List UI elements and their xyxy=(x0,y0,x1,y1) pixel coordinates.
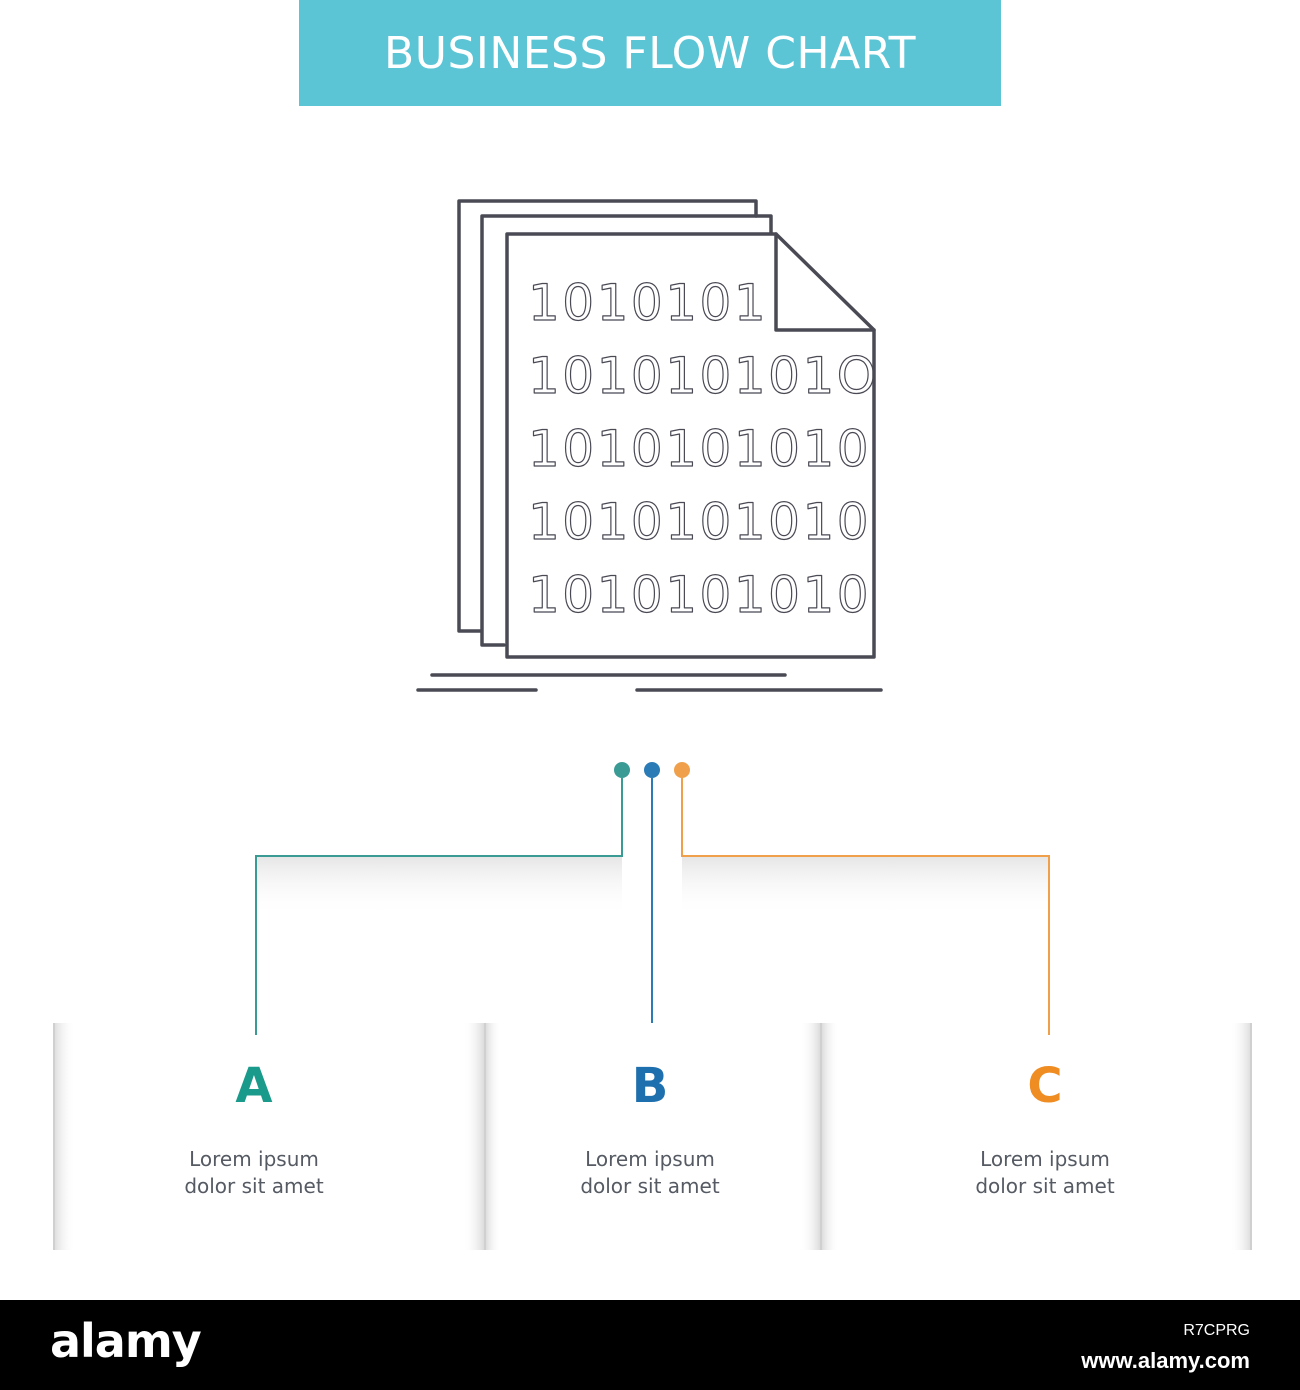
panel-shade-b-left xyxy=(485,1023,501,1250)
chart-title: BUSINESS FLOW CHART xyxy=(384,27,916,79)
title-banner: BUSINESS FLOW CHART xyxy=(299,0,1001,106)
panel-shade-a-right xyxy=(463,1023,485,1250)
shade-band-left xyxy=(257,857,622,917)
connector-dot-b xyxy=(644,762,660,778)
step-a-text: Lorem ipsum dolor sit amet xyxy=(104,1146,404,1200)
step-b-text: Lorem ipsum dolor sit amet xyxy=(500,1146,800,1200)
step-a-line1: Lorem ipsum xyxy=(189,1147,319,1171)
footer-logo: alamy xyxy=(50,1314,202,1368)
step-c-line2: dolor sit amet xyxy=(975,1174,1115,1198)
step-c-text: Lorem ipsum dolor sit amet xyxy=(895,1146,1195,1200)
connector-line-a xyxy=(255,778,623,1035)
shade-band-right xyxy=(682,857,1050,917)
binary-files-icon: 1010101 101010101O 1010101010 1010101010 101… xyxy=(416,199,883,692)
flow-diagram: 1010101 101010101O 1010101010 1010101010 101… xyxy=(53,199,1252,1250)
step-b-letter: B xyxy=(631,1058,669,1114)
panel-shade-c-left xyxy=(821,1023,839,1250)
footer-url: www.alamy.com xyxy=(1081,1348,1250,1373)
footer-bar: alamy R7CPRG www.alamy.com xyxy=(0,1300,1300,1390)
connector-dot-a xyxy=(614,762,630,778)
binary-digits: 1010101 101010101O 1010101010 1010101010 101… xyxy=(527,273,879,624)
step-b-line2: dolor sit amet xyxy=(580,1174,720,1198)
binary-row-4: 1010101010 xyxy=(528,493,871,551)
binary-row-2: 101010101O xyxy=(528,347,879,405)
binary-row-1: 1010101 xyxy=(528,274,768,332)
footer-image-id: R7CPRG xyxy=(1183,1322,1250,1339)
binary-row-3: 1010101010 xyxy=(528,420,871,478)
panel-shade-right xyxy=(1230,1023,1252,1250)
step-c-line1: Lorem ipsum xyxy=(980,1147,1110,1171)
panel-shade-b-right xyxy=(800,1023,821,1250)
step-c-letter: C xyxy=(1027,1058,1063,1114)
step-b-line1: Lorem ipsum xyxy=(585,1147,715,1171)
connector-line-c xyxy=(681,778,1050,1035)
step-a-line2: dolor sit amet xyxy=(184,1174,324,1198)
step-a-letter: A xyxy=(235,1058,273,1114)
panel-shade-left xyxy=(53,1023,75,1250)
connector-dot-c xyxy=(674,762,690,778)
binary-row-5: 1010101010 xyxy=(528,566,871,624)
